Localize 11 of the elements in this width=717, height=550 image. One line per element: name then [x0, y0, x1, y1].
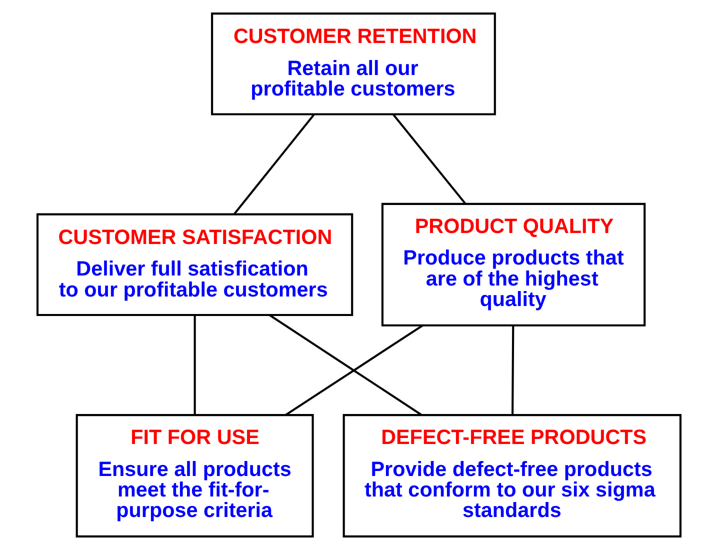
connector [233, 114, 314, 214]
node-box: DEFECT-FREE PRODUCTS Provide defect-free products that conform to our six sigma standards [342, 414, 682, 538]
connector [511, 326, 514, 416]
connector [193, 315, 196, 415]
node-box: FIT FOR USE Ensure all products meet the fit-for-purpose criteria [75, 414, 314, 538]
node-box: PRODUCT QUALITY Produce products that are of the highest quality [380, 202, 646, 326]
connector [284, 324, 423, 416]
connector [392, 114, 466, 205]
node-box: CUSTOMER RETENTION Retain all our profitable customers [210, 12, 496, 116]
connector [268, 314, 422, 416]
node-box: CUSTOMER SATISFACTION Deliver full satisfication to our profitable customers [36, 213, 353, 316]
